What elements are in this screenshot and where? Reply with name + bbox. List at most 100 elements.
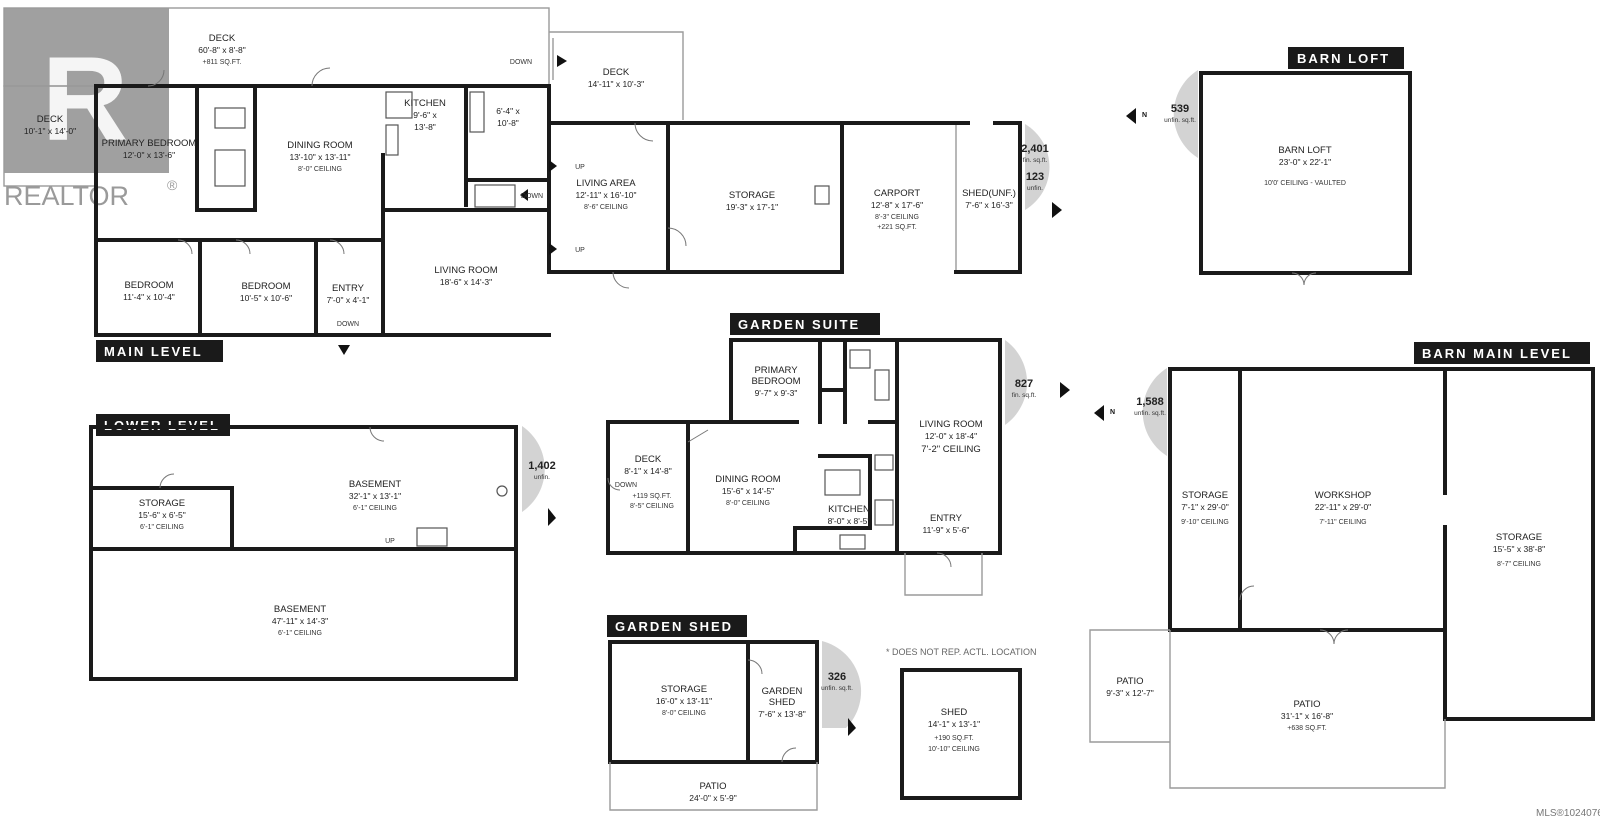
suite-dining-name: DINING ROOM bbox=[715, 474, 781, 485]
compass-arrow-shed bbox=[848, 718, 856, 736]
suite-primary-name1: PRIMARY bbox=[754, 365, 798, 376]
suite-deck-ceiling: 8'-5" CEILING bbox=[630, 503, 674, 510]
suite-area-label: fin. sq.ft. bbox=[1012, 392, 1037, 399]
realtor-logo: R REALTOR ® bbox=[4, 8, 178, 211]
barn-patio2-dim: 31'-1" x 16'-8" bbox=[1281, 711, 1333, 721]
logo-box bbox=[4, 8, 169, 173]
living-area-dim: 12'-11" x 16'-10" bbox=[575, 190, 636, 200]
kitchen-dim1: 9'-6" x bbox=[413, 110, 437, 120]
loft-area-label: unfin. sq.ft. bbox=[1164, 117, 1196, 124]
barn-patio1-name: PATIO bbox=[1116, 676, 1143, 687]
deck-right-dim: 14'-11" x 10'-3" bbox=[588, 79, 644, 89]
barn-patio2-name: PATIO bbox=[1293, 699, 1320, 710]
loft-area-value: 539 bbox=[1171, 103, 1189, 115]
shed-unf-dim: 7'-6" x 16'-3" bbox=[965, 200, 1013, 210]
dining-room-ceiling: 8'-0" CEILING bbox=[298, 166, 342, 173]
basement2-ceiling: 6'-1" CEILING bbox=[278, 630, 322, 637]
barn-storage1-ceiling: 9'-10" CEILING bbox=[1181, 519, 1229, 526]
barn-storage2-ceiling: 8'-7" CEILING bbox=[1497, 561, 1541, 568]
main-area-unf-label: unfin. bbox=[1027, 185, 1043, 192]
lower-storage-name: STORAGE bbox=[139, 498, 185, 509]
garden-shed-name2: SHED bbox=[769, 697, 796, 708]
bedroom2-dim: 10'-5" x 10'-6" bbox=[240, 293, 292, 303]
suite-dining-dim: 15'-6" x 14'-5" bbox=[722, 486, 774, 496]
barn-loft-room-name: BARN LOFT bbox=[1278, 145, 1332, 156]
suite-kitchen-name: KITCHEN bbox=[828, 504, 870, 515]
suite-living-name: LIVING ROOM bbox=[919, 419, 982, 430]
barn-main-tag bbox=[1414, 342, 1590, 364]
bedroom1-name: BEDROOM bbox=[124, 280, 173, 291]
suite-down-label: DOWN bbox=[615, 482, 637, 489]
main-area-unf: 123 bbox=[1026, 171, 1044, 183]
suite-primary-dim: 9'-7" x 9'-3" bbox=[755, 388, 798, 398]
compass-n-barn: N bbox=[1110, 409, 1115, 416]
deck-right-outline bbox=[549, 31, 684, 120]
small-room-dim2: 10'-8" bbox=[497, 118, 519, 128]
shed-area-value: 326 bbox=[828, 671, 846, 683]
logo-monogram: R bbox=[42, 32, 129, 166]
lower-level-plan: LOWER LEVEL BASEMENT 32'-1" x 13'-1" 6'-… bbox=[89, 414, 556, 681]
garden-shed-dim: 7'-6" x 13'-8" bbox=[758, 709, 806, 719]
barn-main-label: BARN MAIN LEVEL bbox=[1422, 346, 1572, 361]
barn-area-value: 1,588 bbox=[1136, 396, 1164, 408]
deck-top-extra: +811 SQ.FT. bbox=[203, 59, 242, 66]
storage-name: STORAGE bbox=[729, 190, 775, 201]
barn-loft-plan: BARN LOFT BARN LOFT 23'-0" x 22'-1" 10'0… bbox=[1126, 47, 1412, 286]
barn-area-label: unfin. sq.ft. bbox=[1134, 410, 1166, 417]
basement1-name: BASEMENT bbox=[349, 479, 401, 490]
deck-top-dim: 60'-8" x 8'-8" bbox=[198, 45, 246, 55]
carport-name: CARPORT bbox=[874, 188, 920, 199]
workshop-dim: 22'-11" x 29'-0" bbox=[1315, 502, 1371, 512]
suite-entry-name: ENTRY bbox=[930, 513, 963, 524]
suite-entry-dim: 11'-9" x 5'-6" bbox=[923, 525, 970, 535]
carport-ceiling: 8'-3" CEILING bbox=[875, 214, 919, 221]
primary-bedroom-dim: 12'-0" x 13'-6" bbox=[123, 150, 175, 160]
carport-dim: 12'-8" x 17'-6" bbox=[871, 200, 923, 210]
main-level-plan: DECK 60'-8" x 8'-8" +811 SQ.FT. DECK 10'… bbox=[3, 7, 1062, 362]
barn-storage2-dim: 15'-5" x 38'-8" bbox=[1493, 544, 1545, 554]
deck-top-name: DECK bbox=[209, 33, 236, 44]
mls-number: MLS®1024076 bbox=[1536, 808, 1600, 819]
shed-patio-name: PATIO bbox=[699, 781, 726, 792]
barn-storage1-name: STORAGE bbox=[1182, 490, 1228, 501]
suite-dining-ceiling: 8'-0" CEILING bbox=[726, 500, 770, 507]
up-label-2: UP bbox=[575, 247, 585, 254]
suite-primary-name2: BEDROOM bbox=[751, 376, 800, 387]
suite-area-value: 827 bbox=[1015, 378, 1033, 390]
garden-suite-label: GARDEN SUITE bbox=[738, 317, 860, 332]
down-label-3: DOWN bbox=[337, 321, 359, 328]
garden-shed-plan: GARDEN SHED STORAGE 16'-0" x 13'-11" 8'-… bbox=[607, 615, 1037, 811]
lower-storage-ceiling: 6'-1" CEILING bbox=[140, 524, 184, 531]
carport-extra: +221 SQ.FT. bbox=[877, 224, 917, 231]
main-level-tag bbox=[96, 340, 223, 362]
location-note: * DOES NOT REP. ACTL. LOCATION bbox=[886, 647, 1037, 657]
deck-right-name: DECK bbox=[603, 67, 630, 78]
shed-patio-dim: 24'-0" x 5'-9" bbox=[689, 793, 737, 803]
basement2-name: BASEMENT bbox=[274, 604, 326, 615]
garden-suite-plan: GARDEN SUITE PRIMARY BEDROOM 9'-7" x 9'-… bbox=[606, 313, 1070, 596]
living-room-name: LIVING ROOM bbox=[434, 265, 497, 276]
suite-deck-dim: 8'-1" x 14'-8" bbox=[624, 466, 672, 476]
compass-arrow-barn bbox=[1094, 405, 1104, 421]
workshop-ceiling: 7'-11" CEILING bbox=[1319, 519, 1366, 526]
garden-shed-tag bbox=[607, 615, 747, 637]
shed-area-label: unfin. sq.ft. bbox=[821, 685, 853, 692]
primary-bedroom-name: PRIMARY BEDROOM bbox=[102, 138, 197, 149]
shed-storage-ceiling: 8'-0" CEILING bbox=[662, 710, 706, 717]
shed-storage-name: STORAGE bbox=[661, 684, 707, 695]
suite-living-ceiling: 7'-2" CEILING bbox=[921, 444, 981, 455]
shed-area-circle bbox=[822, 641, 862, 728]
deck-left-name: DECK bbox=[37, 114, 64, 125]
loft-area-circle bbox=[1173, 70, 1198, 158]
compass-arrow-suite bbox=[1060, 382, 1070, 398]
barn-loft-ceiling: 10'0' CEILING - VAULTED bbox=[1264, 180, 1346, 187]
barn-loft-label: BARN LOFT bbox=[1297, 51, 1390, 66]
kitchen-name: KITCHEN bbox=[404, 98, 446, 109]
small-room-dim1: 6'-4" x bbox=[496, 106, 520, 116]
down-label-1: DOWN bbox=[510, 59, 532, 66]
suite-living-dim: 12'-0" x 18'-4" bbox=[925, 431, 977, 441]
shed-unf-name: SHED(UNF.) bbox=[962, 188, 1016, 199]
dining-room-name: DINING ROOM bbox=[287, 140, 353, 151]
barn-area-circle bbox=[1142, 368, 1167, 456]
